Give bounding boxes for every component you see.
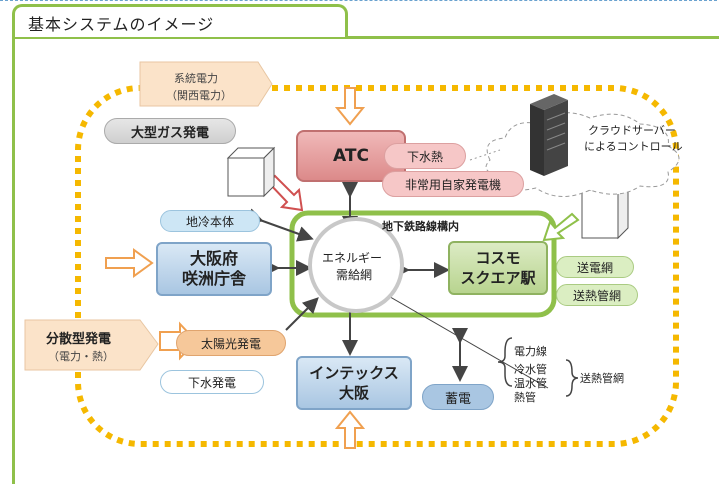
intex-label-1: インテックス: [309, 364, 399, 382]
subway-label: 地下鉄路線構内: [382, 220, 459, 233]
gas-plant-node: 大型ガス発電: [104, 118, 236, 144]
solar-node: 太陽光発電: [176, 330, 286, 356]
legend-power-line: 電力線: [514, 345, 547, 358]
system-boundary: [75, 85, 679, 447]
sewage-heat-node: 下水熱: [384, 143, 466, 169]
heat-pipe-net-node: 送熱管網: [556, 284, 638, 306]
title-tab: [12, 4, 348, 37]
osaka-pref-node: 大阪府 咲洲庁舎: [156, 242, 272, 296]
link-solar-center: [285, 297, 319, 331]
distributed-label: 分散型発電: [46, 332, 112, 347]
grid-power-sub-label: （関西電力）: [166, 89, 232, 102]
grid-power-label: 系統電力: [174, 72, 218, 85]
cloud-control-label: によるコントロール: [584, 140, 683, 153]
osaka-pref-label-1: 大阪府: [189, 249, 238, 268]
legend-pointer-line: [377, 289, 549, 389]
grid-power-arrow: [139, 61, 273, 107]
distributed-arrow: [24, 319, 159, 371]
building-cube-left: [226, 146, 276, 198]
energy-network-label-1: エネルギー: [322, 251, 383, 265]
energy-network-circle: [308, 217, 404, 313]
energy-network-label-2: 需給網: [336, 268, 373, 282]
emergency-generator-node: 非常用自家発電機: [382, 171, 524, 197]
legend-heat-pipe: 熱管: [514, 391, 536, 404]
arrow-cube-to-cosmo: [542, 212, 580, 242]
intex-label-2: 大阪: [338, 384, 369, 402]
cloud-link: [469, 149, 501, 161]
server-icon: [530, 94, 568, 176]
osaka-pref-label-2: 咲洲庁舎: [181, 269, 246, 288]
cosmo-label-2: スクエア駅: [460, 269, 536, 287]
sewage-power-node: 下水発電: [160, 370, 264, 394]
cloud-server-label: クラウドサーバー: [588, 124, 676, 137]
power-grid-node: 送電網: [556, 256, 634, 278]
content-frame: [12, 36, 719, 484]
arrow-left-in: [105, 248, 154, 278]
legend-cold-pipe: 冷水管: [514, 363, 547, 376]
link-cooling-center: [245, 208, 314, 242]
arrow-bottom-in: [334, 410, 366, 449]
cosmo-label-1: コスモ: [475, 249, 521, 267]
legend-bracket-right: [565, 359, 579, 397]
distributed-sub-label: （電力・熱）: [48, 350, 114, 363]
storage-node: 蓄電: [422, 384, 494, 410]
arrow-gas-to-center: [266, 174, 304, 212]
district-cooling-node: 地冷本体: [160, 210, 260, 232]
arrow-grid-to-atc: [334, 87, 366, 126]
legend-bracket-left: [497, 337, 513, 387]
page-title: 基本システムのイメージ: [28, 15, 215, 34]
legend-hot-pipe: 温水管: [514, 377, 547, 390]
legend-heat-pipe-network: 送熱管網: [580, 372, 624, 385]
intex-osaka-node: インテックス 大阪: [296, 356, 412, 410]
cosmo-square-node: コスモ スクエア駅: [448, 241, 548, 295]
